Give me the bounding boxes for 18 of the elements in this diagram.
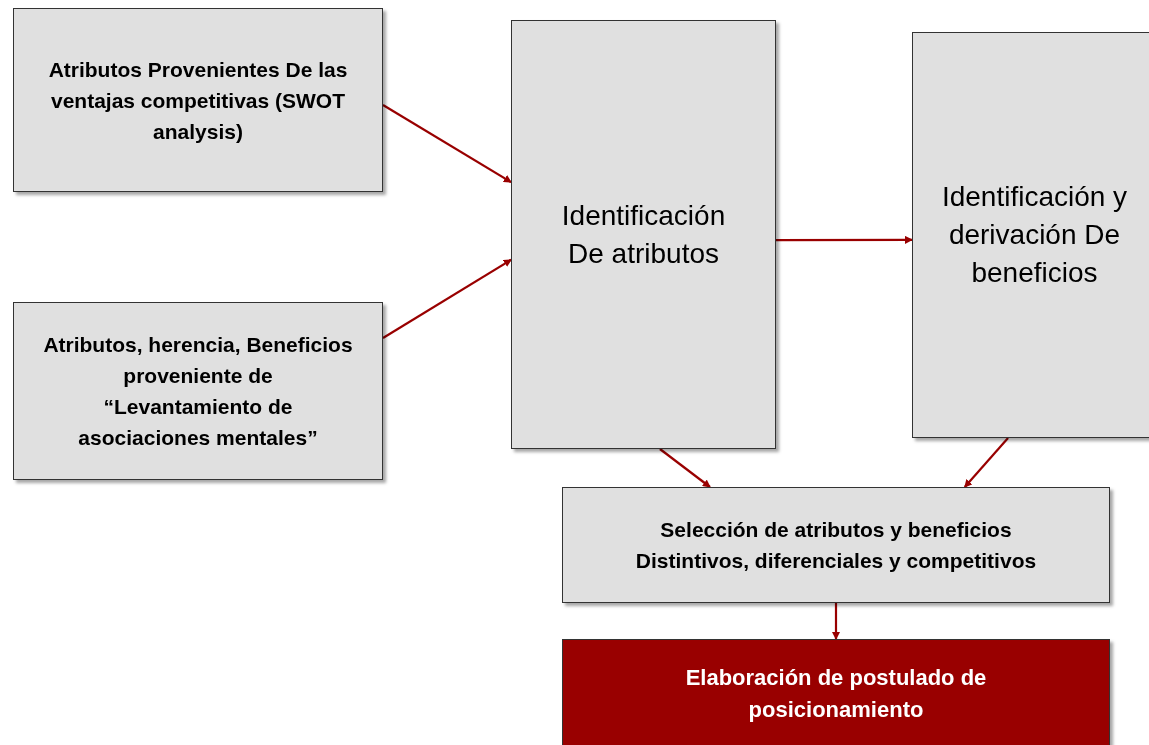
box-text: Atributos Provenientes De las ventajas competitivas (SWOT analysis)	[47, 56, 349, 145]
arrow	[963, 437, 1009, 488]
box-text: Selección de atributos y beneficios Distintivos, diferenciales y competitivos	[634, 517, 1038, 574]
arrow	[382, 104, 512, 184]
input-box	[562, 487, 1110, 603]
arrow	[382, 258, 512, 339]
arrow	[776, 235, 913, 244]
box-text: Elaboración de postulado de posicionamiento	[684, 664, 988, 724]
process-box	[511, 20, 776, 449]
arrow	[832, 603, 840, 640]
process-box	[912, 32, 1149, 438]
box-text: Identificación y derivación De beneficios	[940, 180, 1129, 290]
input-box	[13, 302, 383, 480]
arrow	[659, 448, 711, 488]
box-text: Identificación De atributos	[560, 198, 727, 271]
input-box	[13, 8, 383, 192]
result-box	[562, 639, 1110, 745]
box-text: Atributos, herencia, Beneficios proveniente de “Levantamiento de asociaciones mentales”	[43, 332, 353, 451]
